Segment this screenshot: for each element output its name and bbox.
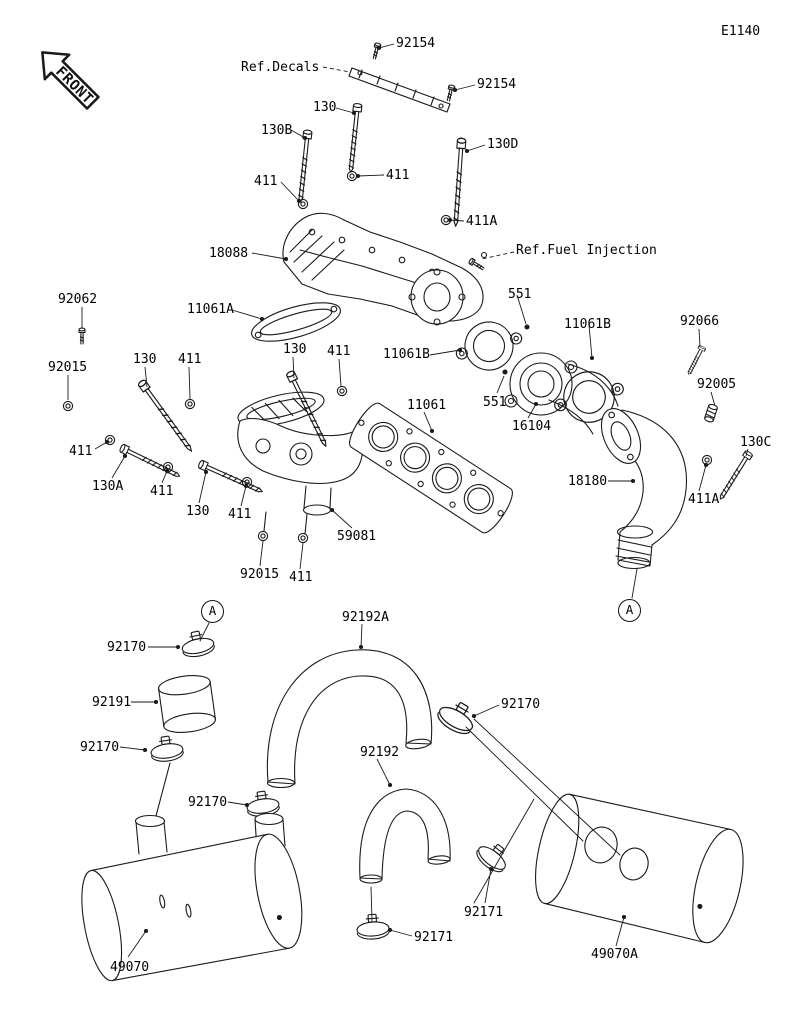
part-label-49070a: 49070A (591, 947, 638, 962)
washer-411-d (336, 385, 348, 397)
part-label-411-c: 411 (178, 352, 202, 367)
pin-551-b (502, 369, 508, 375)
part-label-130-d: 130 (186, 504, 210, 519)
part-label-92171-a: 92171 (464, 905, 504, 920)
fuel-injection-fitting (467, 257, 486, 272)
part-label-411-e: 411 (69, 444, 93, 459)
clamp-92171-b (355, 912, 391, 941)
part-label-16104: 16104 (512, 419, 552, 434)
exhaust-manifold-59081 (237, 391, 363, 535)
holder-16104 (504, 352, 578, 416)
part-label-11061b-b: 11061B (383, 347, 430, 362)
part-label-92005: 92005 (697, 377, 737, 392)
part-label-18180: 18180 (568, 474, 608, 489)
bolt-130b (295, 129, 313, 204)
part-label-49070: 49070 (110, 960, 150, 975)
bolt-130a (118, 443, 183, 481)
part-label-11061b-a: 11061B (564, 317, 611, 332)
part-label-59081: 59081 (337, 529, 377, 544)
part-label-130c: 130C (740, 435, 772, 450)
washer-411-b (346, 170, 358, 182)
bolt-130-left (136, 378, 196, 455)
part-label-92154-b: 92154 (477, 77, 517, 92)
part-label-92192: 92192 (360, 745, 400, 760)
gasket-11061a (251, 302, 341, 342)
part-label-411a-a: 411A (466, 214, 498, 229)
part-label-130a: 130A (92, 479, 124, 494)
part-label-18088: 18088 (209, 246, 249, 261)
part-label-411-a: 411 (254, 174, 278, 189)
washer-411-c (184, 398, 196, 410)
gasket-11061b-a (453, 315, 525, 377)
bolt-130d (450, 137, 467, 228)
part-label-130d: 130D (487, 137, 519, 152)
exhaust-pipe-18180 (600, 408, 688, 570)
part-label-411-b: 411 (386, 168, 410, 183)
hose-connection-lines (370, 718, 621, 922)
callout-a-left: A (201, 600, 224, 623)
bolt-92066 (685, 344, 707, 377)
callout-a-right-line (631, 568, 638, 599)
manifold-cover-18088 (282, 212, 484, 326)
part-label-411-d: 411 (327, 344, 351, 359)
washer-92015-b (257, 530, 269, 542)
callout-a-left-line (199, 622, 210, 642)
part-label-551-a: 551 (508, 287, 532, 302)
ref-label-fuel-injection: Ref.Fuel Injection (516, 243, 657, 258)
muffler-49070 (81, 812, 303, 982)
bolt-130c (716, 449, 754, 502)
muffler-49070a (535, 793, 744, 944)
part-label-130-b: 130 (133, 352, 157, 367)
part-label-92170-c: 92170 (80, 740, 120, 755)
part-label-92192a: 92192A (342, 610, 389, 625)
washer-92015-a (62, 400, 74, 412)
part-label-92170-d: 92170 (188, 795, 228, 810)
gasket-11061 (349, 402, 513, 534)
part-label-11061a: 11061A (187, 302, 234, 317)
part-label-92066: 92066 (680, 314, 720, 329)
part-label-92154-a: 92154 (396, 36, 436, 51)
part-label-92191: 92191 (92, 695, 132, 710)
part-label-92015-b: 92015 (240, 567, 280, 582)
part-label-130b: 130B (261, 123, 293, 138)
part-label-411-f: 411 (150, 484, 174, 499)
leader-lines (67, 43, 749, 958)
joint-neck-line-b (548, 399, 594, 435)
front-arrow-label: FRONT (52, 64, 96, 108)
part-label-92170-a: 92170 (107, 640, 147, 655)
hose-path-line-a (155, 762, 171, 817)
decal-strip (348, 67, 451, 113)
ref-label-decals: Ref.Decals (241, 60, 320, 75)
joint-neck-line-a (567, 363, 619, 407)
part-label-92170-b: 92170 (501, 697, 541, 712)
part-label-130-c: 130 (283, 342, 307, 357)
fuel-injection-port (480, 251, 488, 259)
diagram-code: E1140 (721, 24, 761, 39)
hose-92192 (359, 788, 451, 884)
part-label-11061: 11061 (407, 398, 447, 413)
coupling-92191 (158, 675, 216, 733)
front-arrow-badge: FRONT (41, 51, 100, 110)
clamp-92170-c (148, 733, 185, 764)
part-label-92015-a: 92015 (48, 360, 88, 375)
clamp-92170-a (178, 627, 217, 660)
part-label-411a-b: 411A (688, 492, 720, 507)
washer-411-h (297, 532, 309, 544)
part-label-551-b: 551 (483, 395, 507, 410)
pin-551-a (524, 324, 530, 330)
plug-92005 (703, 402, 719, 424)
part-label-92062: 92062 (58, 292, 98, 307)
part-label-130-a: 130 (313, 100, 337, 115)
screw-92154-a (370, 41, 382, 60)
part-label-92171-b: 92171 (414, 930, 454, 945)
screw-92154-b (444, 83, 456, 102)
part-label-411-g: 411 (228, 507, 252, 522)
hose-92192a (266, 649, 433, 789)
screw-92062 (78, 327, 86, 345)
part-label-411-h: 411 (289, 570, 313, 585)
callout-a-right: A (618, 599, 641, 622)
